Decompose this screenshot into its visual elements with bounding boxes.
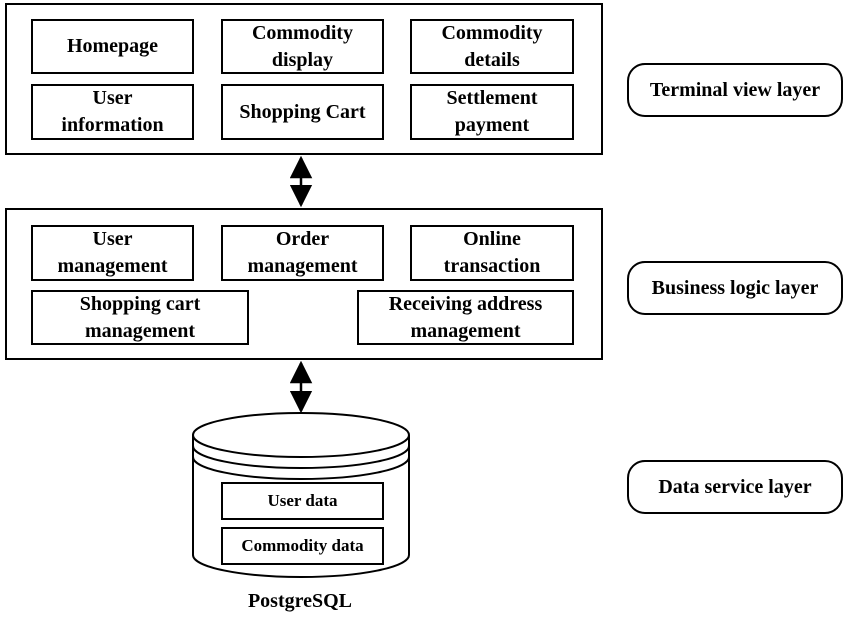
module-online-transaction-line2: transaction — [443, 255, 541, 277]
db-user-data-label: User data — [267, 491, 338, 510]
module-settlement-payment-line2: payment — [454, 114, 530, 136]
module-receiving-address-management-line1: Receiving address — [388, 292, 543, 315]
label-business-logic-layer-text: Business logic layer — [651, 276, 819, 299]
module-commodity-details-line1: Commodity — [441, 21, 543, 44]
module-user-information: User information — [31, 84, 194, 140]
module-settlement-payment: Settlement payment — [410, 84, 574, 140]
module-shopping-cart-management-line1: Shopping cart — [79, 292, 201, 315]
module-online-transaction: Online transaction — [410, 225, 574, 281]
module-order-management: Order management — [221, 225, 384, 281]
module-online-transaction-line1: Online — [463, 228, 521, 250]
label-terminal-view-layer-text: Terminal view layer — [649, 78, 821, 101]
module-user-management: User management — [31, 225, 194, 281]
module-commodity-display-line2: display — [271, 48, 334, 71]
module-homepage: Homepage — [31, 19, 194, 74]
database-name: PostgreSQL — [247, 590, 353, 612]
label-data-service-layer: Data service layer — [627, 460, 843, 514]
label-terminal-view-layer: Terminal view layer — [627, 63, 843, 117]
module-commodity-display-line1: Commodity — [251, 21, 354, 44]
module-commodity-details: Commodity details — [410, 19, 574, 74]
module-shopping-cart-management-line2: management — [85, 319, 195, 342]
module-user-information-line2: information — [61, 114, 164, 136]
module-homepage-line1: Homepage — [66, 35, 159, 57]
module-commodity-details-line2: details — [464, 48, 520, 71]
module-receiving-address-management: Receiving address management — [357, 290, 574, 345]
module-user-management-line1: User — [92, 228, 133, 250]
module-commodity-display: Commodity display — [221, 19, 384, 74]
module-order-management-line2: management — [247, 255, 358, 277]
label-data-service-layer-text: Data service layer — [658, 475, 812, 498]
module-shopping-cart-management: Shopping cart management — [31, 290, 249, 345]
db-commodity-data: Commodity data — [221, 527, 384, 565]
label-business-logic-layer: Business logic layer — [627, 261, 843, 315]
module-shopping-cart: Shopping Cart — [221, 84, 384, 140]
module-order-management-line1: Order — [275, 228, 330, 250]
db-commodity-data-label: Commodity data — [241, 536, 364, 555]
module-settlement-payment-line1: Settlement — [446, 87, 538, 109]
module-receiving-address-management-line2: management — [410, 319, 521, 342]
module-user-management-line2: management — [57, 255, 168, 277]
module-shopping-cart-line1: Shopping Cart — [239, 100, 366, 123]
module-user-information-line1: User — [92, 87, 133, 109]
db-user-data: User data — [221, 482, 384, 520]
